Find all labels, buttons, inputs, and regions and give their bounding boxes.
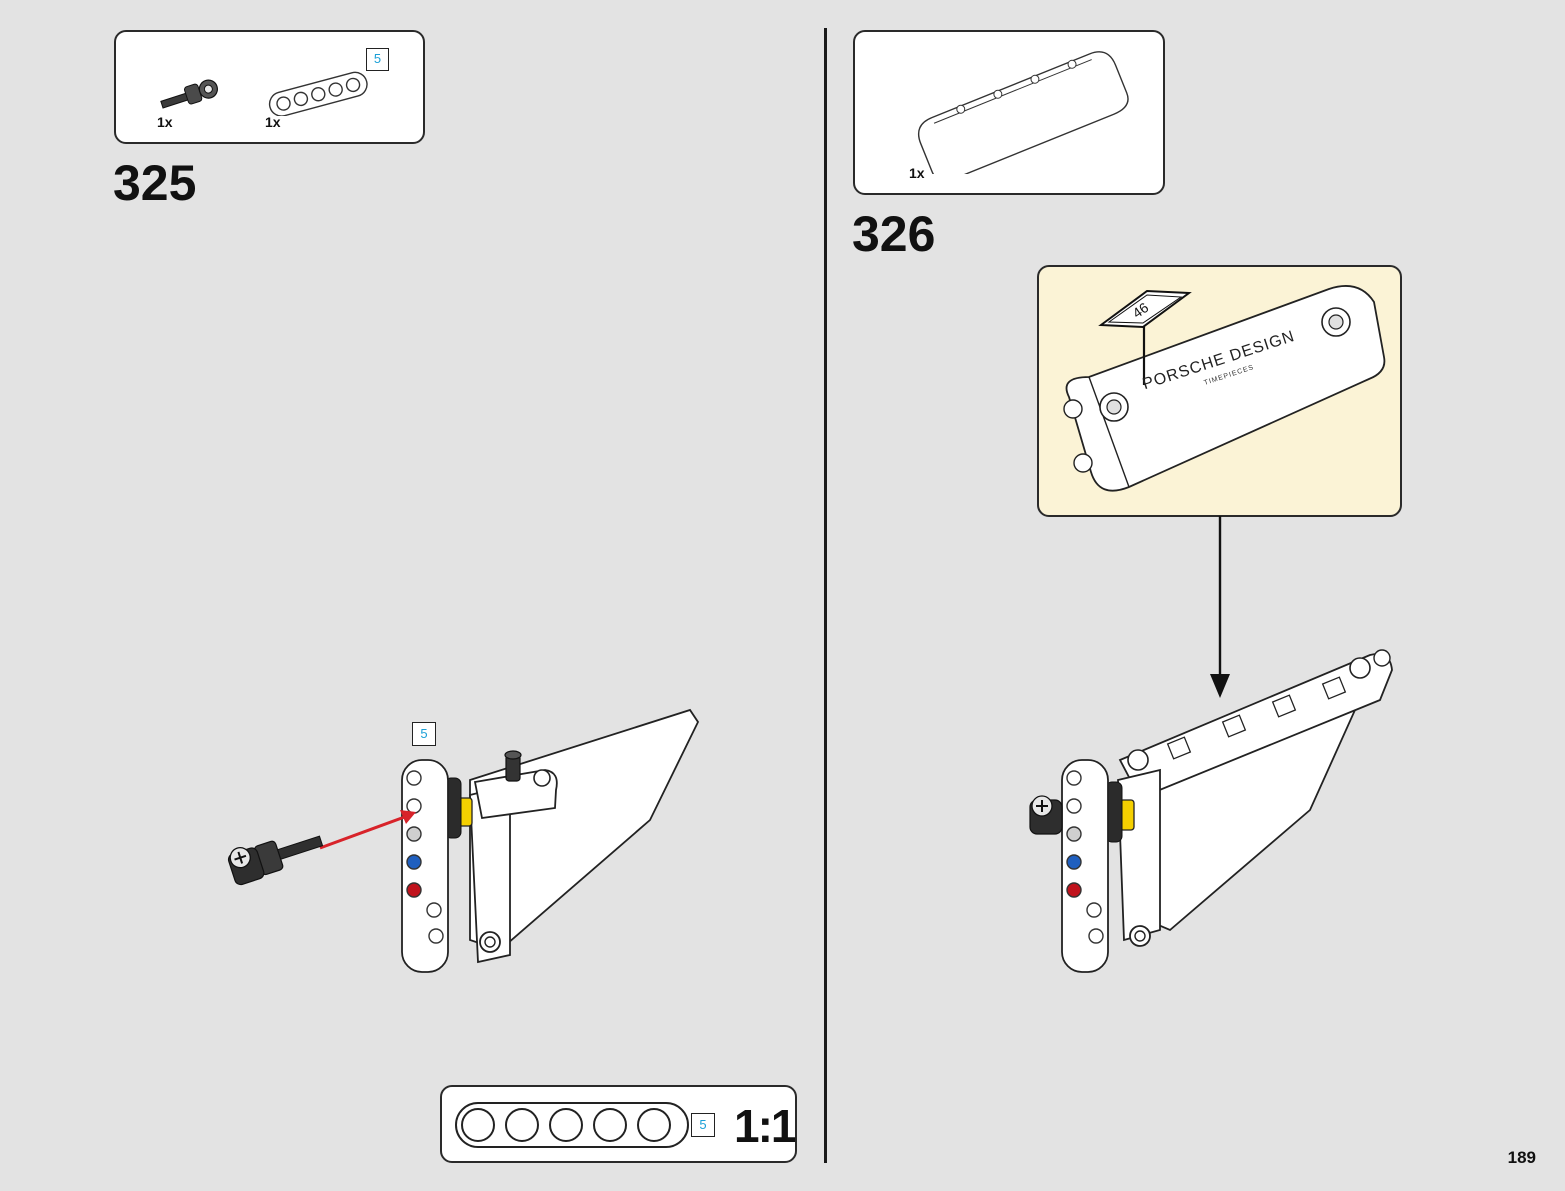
step-number-326: 326 [852,206,936,262]
build-illustration-325 [227,708,700,973]
scale-length-badge: 5 [691,1113,715,1137]
step-number-325: 325 [113,155,197,211]
sticker-panel-illustration: 46 PORSCHE DESIGN TIMEPIECES [1063,285,1386,492]
scale-reference-panel: 5 1:1 [440,1085,797,1163]
part-qty-axle-connector: 1x [157,114,173,130]
callout-length-badge: 5 [412,722,436,746]
build-illustration-326 [1029,649,1393,973]
page-divider [824,28,827,1163]
parts-list-panel-326: 1x [853,30,1165,195]
beam-length-badge: 5 [366,48,389,71]
part-qty-panel: 1x [909,165,925,181]
sticker-callout-panel: 46 PORSCHE DESIGN TIMEPIECES [1037,265,1402,517]
beam-5-scale-icon [455,1102,689,1148]
part-qty-beam-5: 1x [265,114,281,130]
axle-connector-icon [160,79,218,109]
panel-icon [917,51,1129,174]
beam-5-icon [268,71,368,116]
down-arrow [1210,516,1230,698]
page-number: 189 [1507,1148,1536,1167]
scale-label: 1:1 [734,1100,797,1152]
parts-list-panel-325: 1x 1x 5 [114,30,425,144]
